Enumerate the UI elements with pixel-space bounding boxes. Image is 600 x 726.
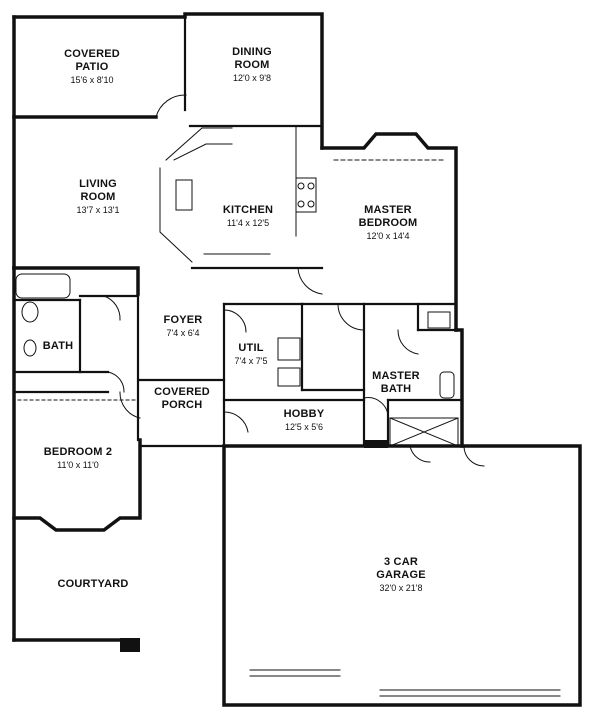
room-label-master-bath: MASTER BATH [366,370,426,396]
room-name: COVERED [154,386,210,398]
room-name: MASTER [364,204,412,216]
room-name: MASTER [372,370,420,382]
room-name: BEDROOM [358,217,418,229]
room-label-master-bedroom: MASTER BEDROOM 12'0 x 14'4 [346,204,430,243]
room-label-foyer: FOYER 7'4 x 6'4 [148,314,218,340]
room-label-garage: 3 CAR GARAGE 32'0 x 21'8 [356,556,446,595]
room-name: ROOM [80,191,116,203]
interior-walls [12,15,464,448]
room-dims: 13'7 x 13'1 [76,205,120,215]
room-name: PATIO [75,61,109,73]
room-name: FOYER [163,314,203,326]
room-name: UTIL [238,342,264,354]
door-swings [103,94,485,467]
wall-block [364,440,388,448]
room-dims: 11'0 x 11'0 [57,460,99,470]
room-name: ROOM [234,59,270,71]
room-label-bedroom-2: BEDROOM 2 11'0 x 11'0 [36,446,120,472]
exterior-walls [12,12,582,707]
room-name: BEDROOM 2 [43,446,113,458]
room-label-hobby: HOBBY 12'5 x 5'6 [266,408,342,434]
room-name: HOBBY [283,408,325,420]
room-dims: 12'0 x 9'8 [233,73,271,83]
room-name: BATH [380,383,412,395]
room-dims: 12'5 x 5'6 [285,422,323,432]
room-label-bath: BATH [38,340,78,353]
room-name: COVERED [64,48,120,60]
room-dims: 12'0 x 14'4 [366,231,410,241]
room-label-dining-room: DINING ROOM 12'0 x 9'8 [210,46,294,85]
room-label-kitchen: KITCHEN 11'4 x 12'5 [206,204,290,230]
room-dims: 15'6 x 8'10 [70,75,114,85]
room-dims: 7'4 x 6'4 [166,328,200,338]
room-name: KITCHEN [222,204,274,216]
room-label-covered-patio: COVERED PATIO 15'6 x 8'10 [50,48,134,87]
room-name: DINING [232,46,272,58]
room-name: COURTYARD [57,578,129,590]
room-label-courtyard: COURTYARD [48,578,138,591]
room-label-covered-porch: COVERED PORCH [144,386,220,412]
room-name: GARAGE [376,569,426,581]
courtyard-post [120,638,140,652]
room-dims: 32'0 x 21'8 [379,583,423,593]
room-name: PORCH [161,399,203,411]
room-label-living-room: LIVING ROOM 13'7 x 13'1 [56,178,140,217]
room-name: LIVING [79,178,117,190]
room-name: BATH [42,340,74,352]
room-label-util: UTIL 7'4 x 7'5 [228,342,274,368]
fixtures [15,37,561,697]
room-dims: 7'4 x 7'5 [234,356,268,366]
room-name: 3 CAR [383,556,418,568]
room-dims: 11'4 x 12'5 [226,218,270,228]
